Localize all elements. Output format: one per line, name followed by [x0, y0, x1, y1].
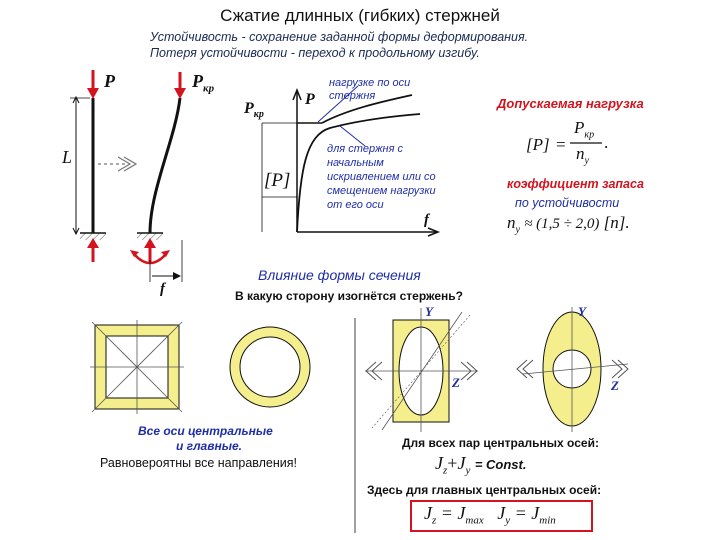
rectangular-section: [365, 308, 478, 432]
all-axes-caption-2: и главные.: [176, 439, 242, 453]
inertia-sum-equation: Jz+Jy = Const.: [435, 453, 527, 477]
principal-inertia-equation: Jz = Jmax Jy = Jmin: [424, 503, 556, 527]
all-axes-caption-1: Все оси центральные: [138, 424, 273, 438]
central-axes-caption: Для всех пар центральных осей:: [402, 436, 599, 450]
page-title: Сжатие длинных (гибких) стержней: [220, 6, 500, 25]
allowable-denominator: nу: [576, 144, 589, 167]
square-section: [90, 320, 184, 414]
load-label: P: [104, 71, 115, 91]
axis-y-label-rect: Y: [425, 304, 433, 319]
graph-allowable-label: [P]: [264, 170, 291, 191]
intro-line-1: Устойчивость - сохранение заданной формы…: [150, 30, 529, 44]
allowable-dot: .: [604, 133, 609, 152]
intro-line-2: Потеря устойчивости - переход к продольн…: [150, 46, 480, 60]
safety-factor-formula: nу ≈ (1,5 ÷ 2,0) [n].: [507, 213, 630, 236]
length-label: L: [62, 147, 73, 167]
allowable-lhs: [P]: [526, 135, 550, 154]
graph-p-axis-label: P: [305, 91, 315, 108]
graph-f-axis-label: f: [424, 212, 429, 228]
elliptical-section: [516, 307, 629, 432]
safety-factor-line-2: по устойчивости: [515, 196, 620, 210]
load-arrow-icon: [87, 88, 99, 99]
load-deflection-graph: [261, 85, 441, 237]
critical-load-label: Pкр: [192, 71, 215, 95]
axis-y-label-ellipse: Y: [578, 304, 586, 319]
straight-column: [70, 70, 106, 262]
ring-section: [229, 326, 311, 408]
section-heading: Влияние формы сечения: [258, 267, 421, 283]
transition-arrow-icon: [98, 156, 138, 172]
axis-z-label-ellipse: Z: [611, 378, 619, 393]
all-directions-caption: Равновероятны все направления!: [100, 456, 298, 470]
reaction-arrow-icon: [87, 238, 99, 248]
graph-pkr-label: Pкр: [244, 100, 264, 121]
buckled-column: [130, 72, 186, 282]
bend-direction-icon: [365, 361, 383, 381]
principal-inertia-box: [410, 500, 593, 532]
allowable-eq: =: [556, 135, 566, 154]
principal-axes-caption: Здесь для главных центральных осей:: [367, 483, 602, 497]
axis-z-label-rect: Z: [452, 375, 460, 390]
allowable-numerator: Pкр: [574, 118, 595, 141]
critical-load-arrow-icon: [174, 88, 186, 99]
bend-question: В какую сторону изогнётся стержень?: [235, 289, 463, 303]
deflection-label: f: [160, 281, 165, 297]
allowable-load-heading: Допускаемая нагрузка: [497, 96, 644, 111]
safety-factor-line-1: коэффициент запаса: [507, 177, 644, 191]
